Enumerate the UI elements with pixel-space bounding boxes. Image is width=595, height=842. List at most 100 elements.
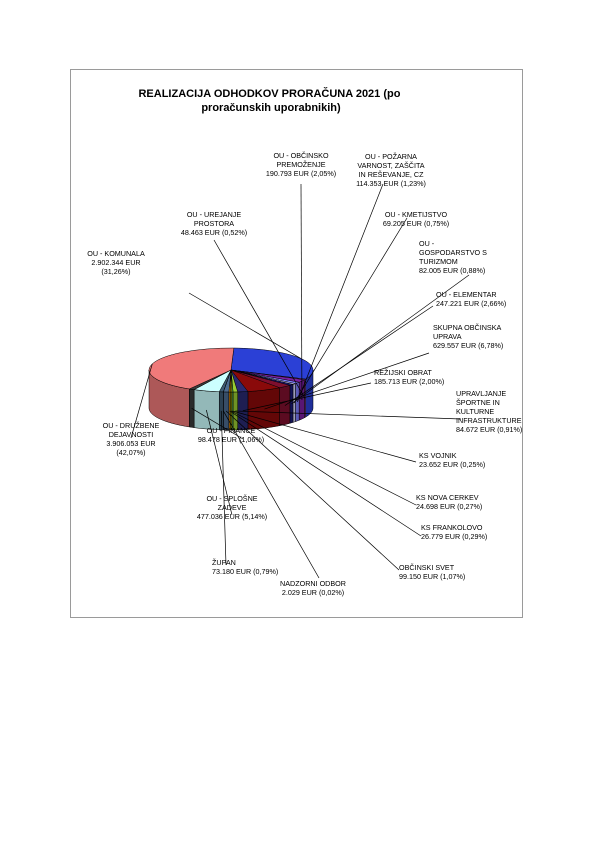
slice-label-18-line-0: OU - DRUŽBENE — [103, 421, 160, 430]
pie-slice-side-4 — [292, 383, 296, 423]
chart-title: REALIZACIJA ODHODKOV PRORAČUNA 2021 (po … — [138, 87, 403, 114]
leader-lines — [130, 183, 470, 579]
leader-line-4 — [293, 217, 408, 404]
slice-label-2-line-2: 190.793 EUR (2,05%) — [266, 169, 336, 178]
slice-label-7-line-0: SKUPNA OBČINSKA — [433, 323, 502, 332]
leader-line-15 — [220, 410, 227, 566]
leader-line-11 — [230, 410, 417, 506]
leader-line-17 — [191, 408, 244, 440]
slice-label-8-line-1: 185.713 EUR (2,00%) — [374, 377, 444, 386]
leader-line-5 — [291, 274, 470, 405]
slice-label-12-line-1: 26.779 EUR (0,29%) — [421, 532, 487, 541]
slice-label-10-line-1: 23.652 EUR (0,25%) — [419, 460, 485, 469]
pie-slice-side-6 — [279, 384, 291, 427]
leader-line-0 — [188, 292, 301, 359]
slice-label-4-line-1: 69.205 EUR (0,75%) — [383, 219, 449, 228]
chart-frame: REALIZACIJA ODHODKOV PRORAČUNA 2021 (po … — [70, 69, 523, 618]
slice-label-9-line-2: KULTURNE — [456, 407, 494, 416]
slice-label-15-line-0: ŽUPAN — [212, 558, 236, 567]
slice-label-14-line-0: NADZORNI ODBOR — [280, 579, 346, 588]
slice-label-1-line-0: OU - UREJANJE — [187, 210, 242, 219]
slice-label-5-line-2: TURIZMOM — [419, 257, 458, 266]
slice-label-14-line-1: 2.029 EUR (0,02%) — [282, 588, 344, 597]
pie-slice-side-16 — [193, 389, 220, 431]
slice-label-3-line-3: 114.353 EUR (1,23%) — [356, 179, 426, 188]
chart-title-line-1: REALIZACIJA ODHODKOV PRORAČUNA 2021 (po — [138, 87, 400, 100]
pie-slice-side-3 — [295, 381, 300, 422]
leader-line-8 — [242, 382, 372, 412]
slice-label-8-line-0: REŽIJSKI OBRAT — [374, 368, 432, 377]
slice-label-17-line-0: OU - FINANCE — [207, 426, 256, 435]
slice-label-6-line-0: OU - ELEMENTAR — [436, 290, 497, 299]
slice-label-9-line-1: ŠPORTNE IN — [456, 398, 500, 407]
slice-label-6-line-1: 247.221 EUR (2,66%) — [436, 299, 506, 308]
pie-slice-side-15 — [218, 391, 224, 431]
slice-label-15-line-1: 73.180 EUR (0,79%) — [212, 567, 278, 576]
slice-label-11-line-0: KS NOVA CERKEV — [416, 493, 479, 502]
slice-label-13-line-0: OBČINSKI SVET — [399, 563, 455, 572]
pie-slice-side-5 — [289, 384, 294, 424]
slice-label-9-line-4: 84.672 EUR (0,91%) — [456, 425, 522, 434]
slice-label-9-line-3: INFRASTRUKTURE — [456, 416, 522, 425]
slice-label-16-line-0: OU - SPLOŠNE — [206, 494, 257, 503]
slice-label-9-line-0: UPRAVLJANJE — [456, 389, 506, 398]
slice-label-5-line-0: OU - — [419, 239, 435, 248]
slice-label-10-line-0: KS VOJNIK — [419, 451, 457, 460]
leader-line-6 — [284, 305, 434, 406]
leader-line-10 — [232, 410, 417, 463]
pie-slice-side-8 — [237, 391, 249, 431]
slice-label-2-line-0: OU - OBČINSKO — [273, 151, 329, 160]
pie-slice-18 — [148, 347, 235, 390]
slice-label-3-line-2: IN REŠEVANJE, CZ — [359, 170, 425, 179]
slice-label-18-line-2: 3.906.053 EUR — [106, 439, 155, 448]
slice-label-4-line-0: OU - KMETIJSTVO — [385, 210, 448, 219]
slice-label-11-line-1: 24.698 EUR (0,27%) — [416, 502, 482, 511]
slice-label-0-line-0: OU - KOMUNALA — [87, 249, 145, 258]
slice-label-13-line-1: 99.150 EUR (1,07%) — [399, 572, 465, 581]
slice-label-12-line-0: KS FRANKOLOVO — [421, 523, 483, 532]
slice-label-0-line-2: (31,26%) — [101, 267, 130, 276]
leader-line-18 — [130, 363, 153, 439]
slice-label-18-line-1: DEJAVNOSTI — [109, 430, 154, 439]
leader-line-9 — [235, 410, 462, 420]
slice-label-5-line-3: 82.005 EUR (0,88%) — [419, 266, 485, 275]
slice-label-7-line-2: 629.557 EUR (6,78%) — [433, 341, 503, 350]
leader-line-12 — [229, 410, 422, 537]
pie-slice-side-13 — [223, 391, 230, 431]
leader-line-16 — [206, 409, 233, 516]
slice-label-1-line-2: 48.463 EUR (0,52%) — [181, 228, 247, 237]
pie-chart: REALIZACIJA ODHODKOV PRORAČUNA 2021 (po … — [87, 87, 522, 597]
slice-label-16-line-2: 477.036 EUR (5,14%) — [197, 512, 267, 521]
slice-label-0-line-1: 2.902.344 EUR — [91, 258, 140, 267]
leader-line-7 — [264, 352, 430, 410]
slice-label-5-line-1: GOSPODARSTVO S — [419, 248, 487, 257]
slice-label-16-line-1: ZADEVE — [218, 503, 247, 512]
leader-line-2 — [300, 183, 303, 401]
chart-title-line-2: proračunskih uporabnikih) — [201, 102, 341, 114]
slice-label-3-line-1: VARNOST, ZAŠČITA — [357, 161, 424, 170]
slice-label-1-line-1: PROSTORA — [194, 219, 234, 228]
leader-line-1 — [213, 239, 306, 399]
slice-label-3-line-0: OU - POŽARNA — [365, 152, 417, 161]
leader-line-14 — [223, 410, 320, 579]
slice-label-7-line-1: UPRAVA — [433, 332, 462, 341]
